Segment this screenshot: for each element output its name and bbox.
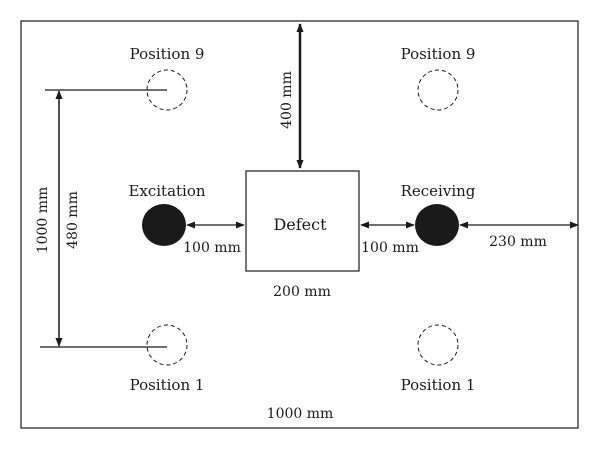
positions-span-label: 480 mm xyxy=(65,191,81,249)
position1-right-marker xyxy=(417,324,459,366)
excitation-label: Excitation xyxy=(128,182,205,200)
defect-box xyxy=(245,170,360,272)
receiving-label: Receiving xyxy=(401,182,476,200)
plate-width-label: 1000 mm xyxy=(267,406,334,422)
top-to-defect-label: 400 mm xyxy=(279,71,295,129)
position9-right-marker xyxy=(417,69,459,111)
receiving-to-edge-label: 230 mm xyxy=(489,234,547,250)
plate-height-label: 1000 mm xyxy=(35,187,51,254)
position1-left-marker xyxy=(146,324,188,366)
position9-left-marker xyxy=(146,69,188,111)
excitation-transducer xyxy=(142,204,186,246)
position9-right-label: Position 9 xyxy=(401,45,476,63)
receiving-transducer xyxy=(415,204,459,246)
position1-left-label: Position 1 xyxy=(130,376,205,394)
position1-right-label: Position 1 xyxy=(401,376,476,394)
excitation-gap-label: 100 mm xyxy=(183,240,241,256)
receiving-gap-label: 100 mm xyxy=(361,240,419,256)
position9-left-label: Position 9 xyxy=(130,45,205,63)
defect-width-label: 200 mm xyxy=(273,284,331,300)
defect-label: Defect xyxy=(273,215,327,234)
